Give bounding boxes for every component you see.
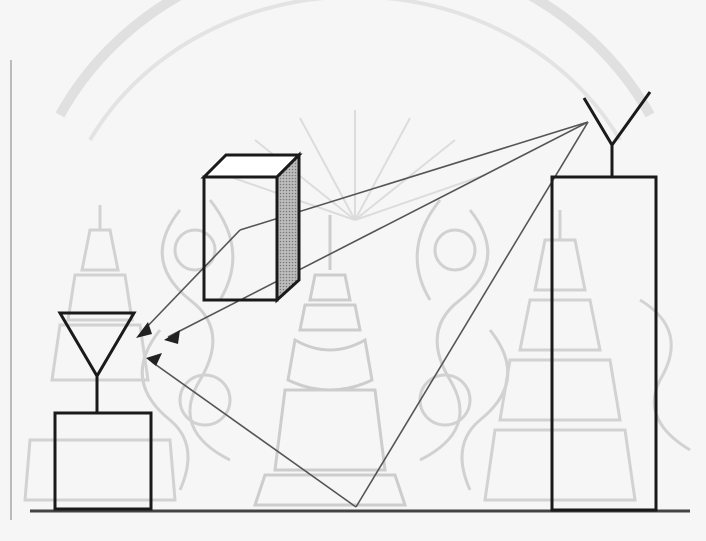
ground-ray-arrowhead [146,353,162,366]
transmitter-building [552,177,656,510]
reflector-box-building [204,155,299,300]
watermark-left-ornament [142,200,233,490]
watermark-right-temple [485,210,690,500]
watermark [25,0,690,505]
receiver-building [55,413,151,509]
box-side-face [277,155,299,300]
propagation-rays [142,122,588,507]
antenna-icon [60,313,134,413]
watermark-right-ornament [417,200,508,490]
box-front-face [204,177,277,300]
reflector-to-rx-ray [142,230,240,332]
direct-ray-arrowhead [164,330,180,344]
